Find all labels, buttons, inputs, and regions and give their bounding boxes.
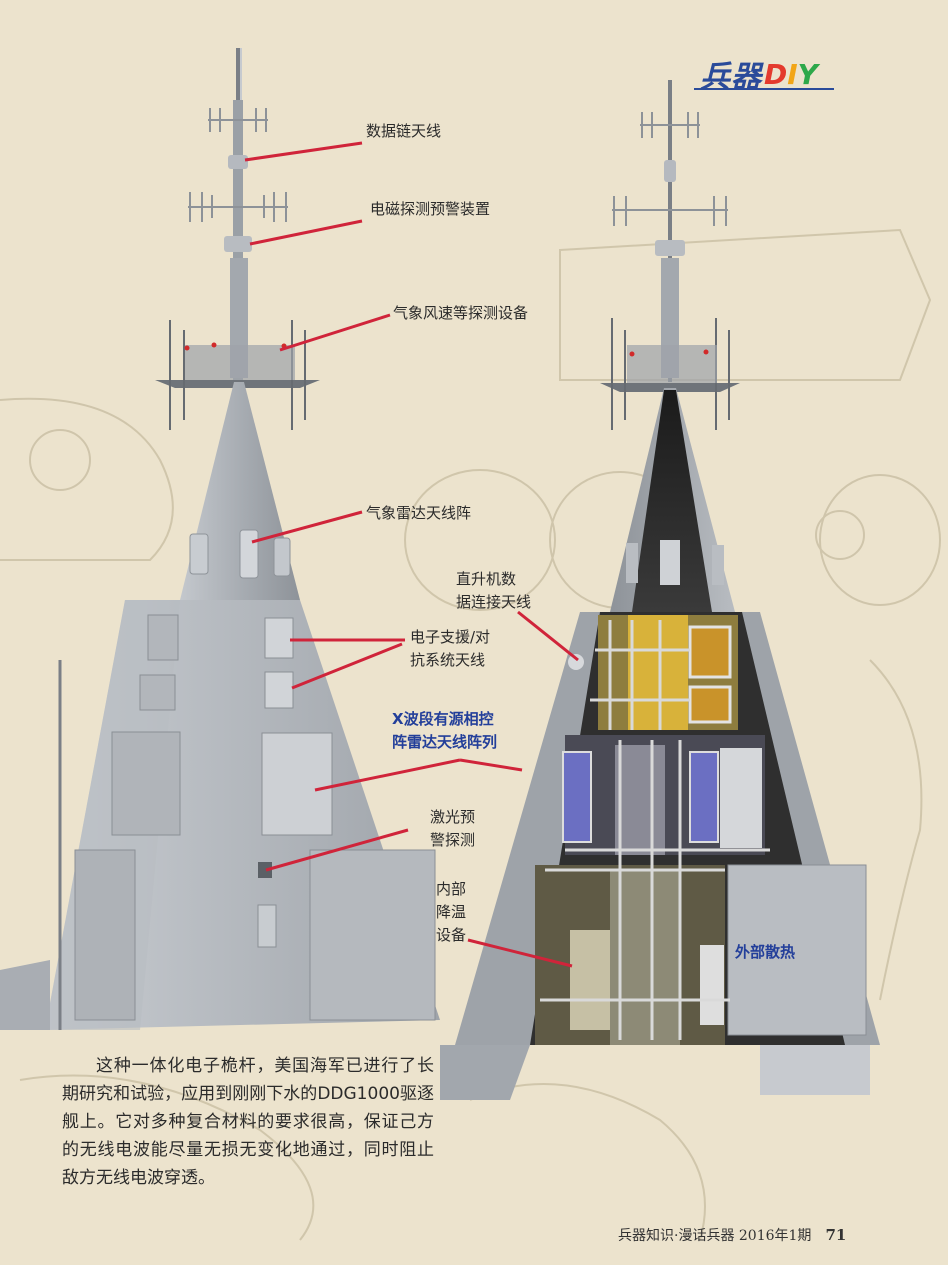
brand-logo: 兵器 DIY bbox=[694, 52, 834, 96]
callout-laser-line1: 激光预 bbox=[430, 808, 476, 826]
logo-underline bbox=[694, 88, 834, 90]
page-number: 71 bbox=[825, 1226, 847, 1244]
callout-electronic-support-line1: 电子支援/对 bbox=[410, 628, 491, 646]
body-paragraph: 这种一体化电子桅杆，美国海军已进行了长期研究和试验，应用到刚刚下水的DDG100… bbox=[62, 1056, 434, 1188]
callout-electronic-support: 电子支援/对 抗系统天线 bbox=[410, 626, 490, 672]
callout-laser-line2: 警探测 bbox=[430, 831, 476, 849]
callout-internal-cooling: 内部 降温 设备 bbox=[436, 878, 466, 947]
callout-xband-radar: X波段有源相控 阵雷达天线阵列 bbox=[392, 708, 497, 754]
leader-lines bbox=[244, 141, 579, 968]
left-mast bbox=[0, 48, 440, 1030]
callout-cooling-line1: 内部 bbox=[436, 880, 467, 898]
callout-heli-line1: 直升机数 bbox=[456, 570, 517, 588]
page-footer: 兵器知识·漫话兵器 2016年1期 71 bbox=[618, 1225, 846, 1245]
callout-weather-sensor: 气象风速等探测设备 bbox=[393, 304, 529, 322]
external-cooling-label: 外部散热 bbox=[735, 943, 796, 961]
callout-cooling-line2: 降温 bbox=[436, 903, 467, 921]
callout-heli-line2: 据连接天线 bbox=[456, 593, 532, 611]
right-mast-cutaway bbox=[440, 80, 880, 1100]
callout-xband-line2: 阵雷达天线阵列 bbox=[392, 733, 498, 751]
callout-electronic-support-line2: 抗系统天线 bbox=[410, 651, 486, 669]
callout-helicopter-datalink: 直升机数 据连接天线 bbox=[456, 568, 531, 614]
callout-xband-line1: X波段有源相控 bbox=[392, 710, 494, 728]
background-sketch bbox=[0, 228, 941, 1241]
callout-cooling-line3: 设备 bbox=[436, 926, 467, 944]
callout-esm-device: 电磁探测预警装置 bbox=[370, 200, 491, 218]
callout-weather-radar: 气象雷达天线阵 bbox=[366, 504, 472, 522]
logo-text-en: DIY bbox=[764, 57, 818, 91]
callout-datalink-antenna: 数据链天线 bbox=[366, 122, 442, 140]
footer-publication: 兵器知识·漫话兵器 2016年1期 bbox=[618, 1228, 812, 1244]
callout-laser-warning: 激光预 警探测 bbox=[430, 806, 475, 852]
